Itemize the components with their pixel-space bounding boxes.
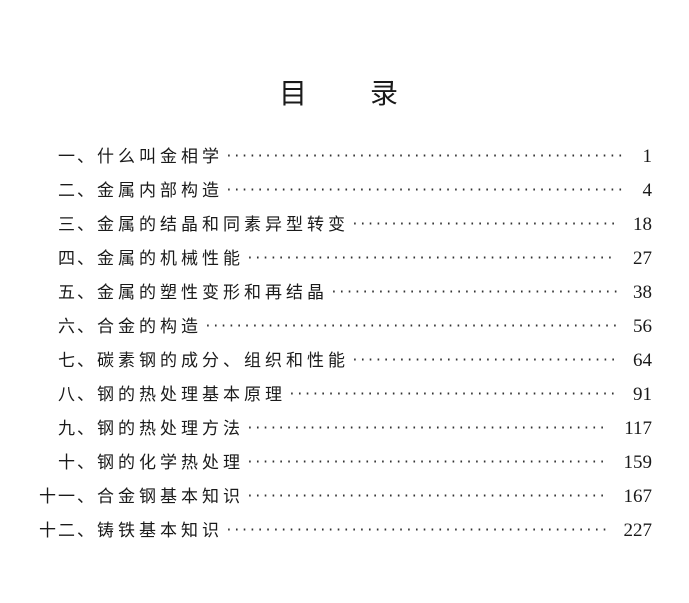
toc-entry-title: 金属的塑性变形和再结晶 [97, 283, 328, 303]
toc-entry-page: 117 [624, 418, 652, 439]
toc-entry-page: 167 [623, 486, 653, 507]
toc-entry-title: 钢的化学热处理 [97, 453, 244, 473]
dot-leader: ·································· [351, 217, 618, 232]
toc-entry-number: 四、 [58, 249, 96, 269]
dot-leader: ········································… [288, 387, 617, 402]
toc-entry-page: 56 [633, 316, 652, 337]
toc-entry-title: 碳素钢的成分、组织和性能 [97, 351, 349, 371]
toc-entry-page: 91 [633, 384, 652, 405]
toc-entry: 八、 钢的热处理基本原理 ···························… [0, 378, 689, 412]
title-char-1: 目 [279, 77, 308, 110]
dot-leader: ········································… [204, 319, 619, 334]
toc-entry: 一、 什么叫金相学 ······························… [0, 140, 689, 174]
toc-entry-number: 六、 [58, 317, 96, 337]
toc-entry-title: 金属内部构造 [97, 181, 223, 201]
toc-entry: 九、 钢的热处理方法 ·····························… [0, 412, 689, 446]
toc-entry: 七、 碳素钢的成分、组织和性能 ························… [0, 344, 689, 378]
toc-entry-number: 十二、 [39, 521, 96, 541]
toc-entry: 十一、 合金钢基本知识 ····························… [0, 480, 689, 514]
toc-entry-title: 什么叫金相学 [97, 147, 223, 167]
toc-entry-number: 八、 [58, 385, 96, 405]
dot-leader: ········································… [246, 489, 607, 504]
toc-entry-title: 合金的构造 [97, 317, 202, 337]
toc-entry-page: 159 [623, 452, 653, 473]
dot-leader: ········································… [246, 421, 607, 436]
toc-entry-number: 二、 [58, 181, 96, 201]
toc-entry: 五、 金属的塑性变形和再结晶 ·························… [0, 276, 689, 310]
toc-entry-number: 一、 [58, 147, 96, 167]
title-char-2: 录 [370, 77, 399, 110]
toc-entry: 六、 合金的构造 ·······························… [0, 310, 689, 344]
toc-entry-page: 227 [623, 520, 653, 541]
toc-entry-number: 十、 [58, 453, 96, 473]
dot-leader: ····································· [330, 285, 620, 300]
toc-entry-title: 铸铁基本知识 [97, 521, 223, 541]
dot-leader: ·································· [351, 353, 618, 368]
dot-leader: ········································… [225, 183, 625, 198]
dot-leader: ········································… [246, 455, 607, 470]
toc-entry: 十、 钢的化学热处理 ·····························… [0, 446, 689, 480]
toc-entry-number: 三、 [58, 215, 96, 235]
toc-entry-title: 合金钢基本知识 [97, 487, 244, 507]
toc-entry-page: 27 [633, 248, 652, 269]
toc-entry-page: 38 [633, 282, 652, 303]
toc-entry-page: 1 [642, 146, 653, 167]
toc-entry: 十二、 铸铁基本知识 ·····························… [0, 514, 689, 548]
toc-entry-number: 十一、 [39, 487, 96, 507]
dot-leader: ········································… [225, 523, 609, 538]
toc-entry: 三、 金属的结晶和同素异型转变 ························… [0, 208, 689, 242]
toc-entry-page: 64 [633, 350, 652, 371]
toc-entry-title: 钢的热处理基本原理 [97, 385, 286, 405]
toc-entry-title: 金属的机械性能 [97, 249, 244, 269]
toc-entry-page: 4 [642, 180, 653, 201]
toc-entry: 四、 金属的机械性能 ·····························… [0, 242, 689, 276]
toc-entry-title: 钢的热处理方法 [97, 419, 244, 439]
toc-entry-number: 五、 [58, 283, 96, 303]
dot-leader: ········································… [246, 251, 614, 266]
toc-entry-title: 金属的结晶和同素异型转变 [97, 215, 349, 235]
toc-entry-page: 18 [633, 214, 652, 235]
toc-entry: 二、 金属内部构造 ······························… [0, 174, 689, 208]
toc-entry-number: 七、 [58, 351, 96, 371]
dot-leader: ········································… [225, 149, 625, 164]
toc-entry-number: 九、 [58, 419, 96, 439]
